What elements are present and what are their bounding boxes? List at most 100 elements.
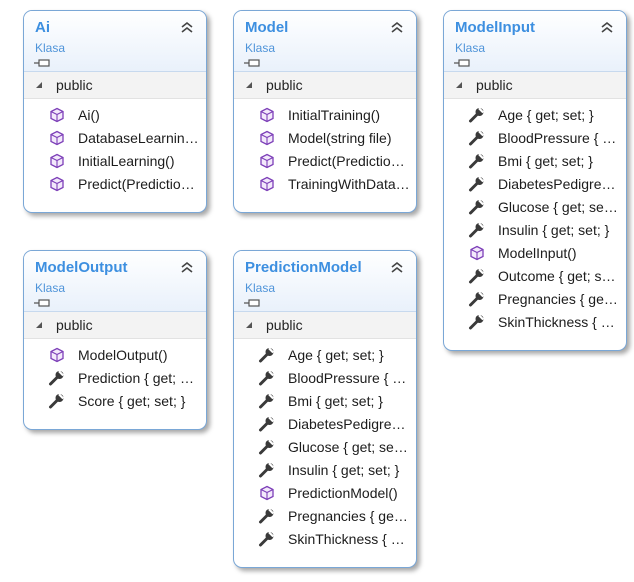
member-row[interactable]: Outcome { get; set; } — [444, 264, 626, 287]
member-row[interactable]: Model(string file) — [234, 126, 416, 149]
member-row[interactable]: BloodPressure { get; set; } — [444, 126, 626, 149]
member-label: BloodPressure { get; set; } — [498, 129, 626, 146]
class-kind: Klasa — [35, 41, 66, 55]
method-icon — [258, 107, 276, 123]
class-header[interactable]: ModelOutput Klasa — [24, 251, 206, 312]
method-icon — [258, 176, 276, 192]
method-icon — [48, 153, 66, 169]
member-row[interactable]: SkinThickness { get; set; } — [444, 310, 626, 333]
member-label: Glucose { get; set; } — [288, 438, 411, 455]
expand-arrow-icon[interactable] — [244, 320, 254, 330]
property-icon — [468, 313, 486, 330]
class-card-predictionmodel[interactable]: PredictionModel Klasa public Age { get; … — [233, 250, 417, 568]
member-list: ModelOutput() Prediction { get; set; } Sco… — [24, 339, 206, 412]
class-header[interactable]: PredictionModel Klasa — [234, 251, 416, 312]
member-label: Predict(PredictionModel input) — [78, 175, 206, 192]
collapse-chevron-icon[interactable] — [390, 260, 404, 274]
class-card-model[interactable]: Model Klasa public InitialTraining() Mode… — [233, 10, 417, 213]
collapse-chevron-icon[interactable] — [390, 20, 404, 34]
section-public[interactable]: public — [24, 312, 206, 339]
class-title: Model — [245, 19, 289, 36]
class-header[interactable]: Ai Klasa — [24, 11, 206, 72]
class-shape-icon — [34, 299, 50, 307]
member-row[interactable]: Bmi { get; set; } — [234, 389, 416, 412]
member-label: TrainingWithDatabase() — [288, 175, 416, 192]
section-public[interactable]: public — [444, 72, 626, 99]
property-icon — [258, 346, 276, 363]
member-row[interactable]: Score { get; set; } — [24, 389, 206, 412]
collapse-chevron-icon[interactable] — [180, 260, 194, 274]
member-row[interactable]: ModelOutput() — [24, 343, 206, 366]
member-label: DatabaseLearning(string file) — [78, 129, 206, 146]
property-icon — [258, 415, 276, 432]
property-icon — [258, 530, 276, 547]
member-list: Ai() DatabaseLearning(string file) Initial… — [24, 99, 206, 195]
class-title: ModelOutput — [35, 259, 128, 276]
property-icon — [468, 152, 486, 169]
section-label: public — [56, 317, 93, 333]
property-icon — [258, 438, 276, 455]
member-label: Age { get; set; } — [288, 346, 384, 363]
member-label: Model(string file) — [288, 129, 392, 146]
class-shape-icon — [454, 59, 470, 67]
member-row[interactable]: SkinThickness { get; set; } — [234, 527, 416, 550]
member-row[interactable]: Bmi { get; set; } — [444, 149, 626, 172]
member-row[interactable]: DiabetesPedigreeFunction { get; set; } — [444, 172, 626, 195]
member-label: Glucose { get; set; } — [498, 198, 621, 215]
expand-arrow-icon[interactable] — [454, 80, 464, 90]
member-label: Prediction { get; set; } — [78, 369, 206, 386]
method-icon — [48, 347, 66, 363]
class-card-modeloutput[interactable]: ModelOutput Klasa public ModelOutput() Pr… — [23, 250, 207, 430]
member-row[interactable]: DiabetesPedigreeFunction { get; set; } — [234, 412, 416, 435]
property-icon — [468, 221, 486, 238]
member-label: Insulin { get; set; } — [288, 461, 400, 478]
member-row[interactable]: Insulin { get; set; } — [234, 458, 416, 481]
method-icon — [48, 176, 66, 192]
property-icon — [468, 129, 486, 146]
member-row[interactable]: PredictionModel() — [234, 481, 416, 504]
member-row[interactable]: Glucose { get; set; } — [234, 435, 416, 458]
expand-arrow-icon[interactable] — [34, 320, 44, 330]
section-public[interactable]: public — [234, 312, 416, 339]
class-card-ai[interactable]: Ai Klasa public Ai() DatabaseLearning(str… — [23, 10, 207, 213]
member-row[interactable]: Age { get; set; } — [234, 343, 416, 366]
member-label: BloodPressure { get; set; } — [288, 369, 416, 386]
member-row[interactable]: Prediction { get; set; } — [24, 366, 206, 389]
property-icon — [258, 392, 276, 409]
member-row[interactable]: InitialLearning() — [24, 149, 206, 172]
member-row[interactable]: InitialTraining() — [234, 103, 416, 126]
member-row[interactable]: Pregnancies { get; set; } — [234, 504, 416, 527]
property-icon — [258, 369, 276, 386]
member-row[interactable]: Ai() — [24, 103, 206, 126]
member-row[interactable]: TrainingWithDatabase() — [234, 172, 416, 195]
class-header[interactable]: Model Klasa — [234, 11, 416, 72]
collapse-chevron-icon[interactable] — [600, 20, 614, 34]
member-label: Bmi { get; set; } — [498, 152, 593, 169]
section-label: public — [266, 77, 303, 93]
expand-arrow-icon[interactable] — [244, 80, 254, 90]
member-row[interactable]: Age { get; set; } — [444, 103, 626, 126]
collapse-chevron-icon[interactable] — [180, 20, 194, 34]
section-public[interactable]: public — [234, 72, 416, 99]
member-row[interactable]: Predict(PredictionModel input) — [24, 172, 206, 195]
member-row[interactable]: Glucose { get; set; } — [444, 195, 626, 218]
class-card-modelinput[interactable]: ModelInput Klasa public Age { get; set; … — [443, 10, 627, 351]
member-label: Score { get; set; } — [78, 392, 186, 409]
method-icon — [48, 107, 66, 123]
section-public[interactable]: public — [24, 72, 206, 99]
member-row[interactable]: Predict(PredictionModel input) — [234, 149, 416, 172]
property-icon — [468, 198, 486, 215]
class-header[interactable]: ModelInput Klasa — [444, 11, 626, 72]
member-label: DiabetesPedigreeFunction { get; set; } — [498, 175, 626, 192]
property-icon — [468, 267, 486, 284]
member-row[interactable]: Insulin { get; set; } — [444, 218, 626, 241]
member-row[interactable]: ModelInput() — [444, 241, 626, 264]
property-icon — [48, 392, 66, 409]
class-kind: Klasa — [455, 41, 486, 55]
member-row[interactable]: DatabaseLearning(string file) — [24, 126, 206, 149]
member-row[interactable]: Pregnancies { get; set; } — [444, 287, 626, 310]
expand-arrow-icon[interactable] — [34, 80, 44, 90]
member-row[interactable]: BloodPressure { get; set; } — [234, 366, 416, 389]
section-label: public — [56, 77, 93, 93]
property-icon — [258, 507, 276, 524]
